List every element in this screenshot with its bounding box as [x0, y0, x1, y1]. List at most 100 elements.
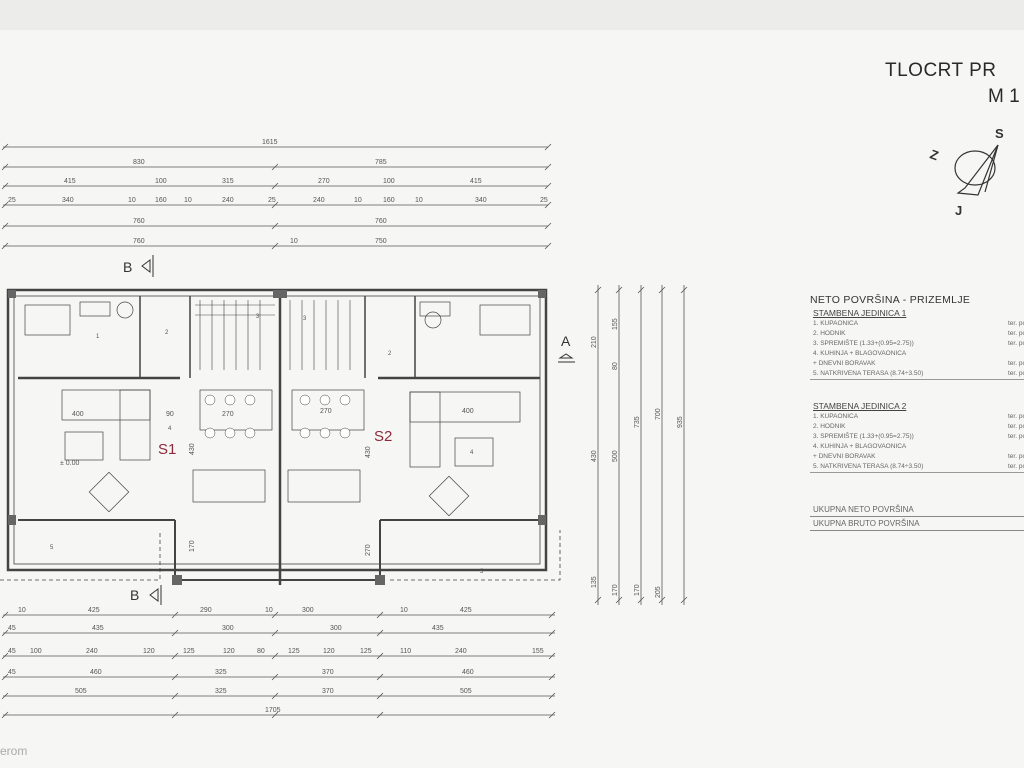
dimension-line	[1, 222, 9, 230]
dimension-label: 300	[302, 607, 314, 614]
dimension-line	[376, 652, 384, 660]
hall-width: 90	[166, 411, 174, 418]
dimension-line	[171, 611, 179, 619]
drawing-title: TLOCRT PR	[885, 60, 997, 81]
room-number: 4	[168, 426, 172, 432]
dimension-label: 170	[634, 584, 641, 596]
dimension-line	[271, 242, 279, 250]
room-number: 1	[96, 334, 100, 340]
dimension-label: 205	[655, 586, 662, 598]
dimension-label: 10	[290, 238, 298, 245]
dimension-line	[1, 673, 9, 681]
dimension-label: 500	[612, 450, 619, 462]
dimension-line	[171, 692, 179, 700]
dimension-label: 25	[8, 197, 16, 204]
room-value: ter. površ	[1008, 433, 1024, 440]
section-markers	[141, 255, 575, 605]
dimension-line	[171, 629, 179, 637]
room-item: 3. SPREMIŠTE (1.33+(0.95=2.75))	[813, 433, 914, 440]
dimension-line	[548, 711, 556, 719]
dimension-line	[615, 286, 623, 294]
dimension-line	[615, 596, 623, 604]
dimension-label: 415	[470, 178, 482, 185]
dimension-line	[171, 673, 179, 681]
dimension-line	[594, 596, 602, 604]
dimension-line	[376, 711, 384, 719]
dimension-line	[376, 629, 384, 637]
dining-width-2: 270	[320, 408, 332, 415]
dimension-label: 155	[612, 318, 619, 330]
room-item: + DNEVNI BORAVAK	[813, 360, 876, 367]
dimension-line	[1, 163, 9, 171]
dimension-label: 120	[323, 648, 335, 655]
dimension-label: 325	[215, 688, 227, 695]
room-item: 5. NATKRIVENA TERASA (8.74÷3.50)	[813, 463, 924, 470]
room-value: ter. površ	[1008, 463, 1024, 470]
dimension-label: 125	[288, 648, 300, 655]
dimension-line	[1, 611, 9, 619]
unit-label-s1: S1	[158, 441, 176, 458]
room-item: 4. KUHINJA + BLAGOVAONICA	[813, 443, 907, 450]
living-width-1: 400	[72, 411, 84, 418]
section-b-top: B	[123, 259, 132, 275]
area-legend: NETO POVRŠINA - PRIZEMLJE STAMBENA JEDIN…	[810, 294, 1024, 531]
room-value: ter. površ	[1008, 340, 1024, 347]
dimension-line	[637, 286, 645, 294]
compass-j: J	[955, 203, 962, 218]
dimension-label: 315	[222, 178, 234, 185]
dimension-label: 415	[64, 178, 76, 185]
dimension-line	[548, 629, 556, 637]
dimension-label: 210	[591, 336, 598, 348]
unit-name: STAMBENA JEDINICA 1	[813, 308, 907, 318]
room-number: 5	[50, 545, 54, 551]
dimension-label: 240	[86, 648, 98, 655]
room-number: 2	[165, 330, 169, 336]
dimension-label: 10	[184, 197, 192, 204]
dimension-line	[548, 673, 556, 681]
room-number: 2	[388, 351, 392, 357]
dimension-lines	[1, 143, 688, 719]
watermark: erom	[0, 744, 28, 758]
dimension-label: 1615	[262, 139, 278, 146]
dimension-label: 430	[591, 450, 598, 462]
dimension-label: 160	[383, 197, 395, 204]
dimension-label: 300	[222, 625, 234, 632]
compass-s: S	[995, 126, 1004, 141]
dimension-line	[548, 652, 556, 660]
dimension-label: 270	[318, 178, 330, 185]
room-value: ter. površ	[1008, 370, 1024, 377]
dimension-label: 45	[8, 625, 16, 632]
dimension-label: 25	[268, 197, 276, 204]
room-number: 5	[480, 569, 484, 575]
dimension-label: 155	[532, 648, 544, 655]
dimension-label: 160	[155, 197, 167, 204]
dimension-line	[271, 673, 279, 681]
room-value	[1008, 442, 1024, 452]
room-item: 1. KUPAONICA	[813, 320, 859, 327]
dimension-line	[271, 611, 279, 619]
dimension-line	[376, 611, 384, 619]
dimension-line	[1, 242, 9, 250]
dimension-label: 240	[222, 197, 234, 204]
depth-1: 430	[189, 443, 196, 455]
dimension-line	[544, 201, 552, 209]
dimension-label: 100	[383, 178, 395, 185]
dimension-label: 460	[90, 669, 102, 676]
dimension-line	[271, 201, 279, 209]
dimension-label: 240	[313, 197, 325, 204]
dimension-line	[637, 596, 645, 604]
dimension-label: 750	[375, 238, 387, 245]
dining-width-1: 270	[222, 411, 234, 418]
drawing-scale: M 1	[988, 86, 1020, 107]
room-item: 2. HODNIK	[813, 423, 846, 430]
room-value: ter. površ	[1008, 330, 1024, 337]
dimension-line	[376, 673, 384, 681]
dimension-label: 290	[200, 607, 212, 614]
dimension-label: 460	[462, 669, 474, 676]
dimension-label: 240	[455, 648, 467, 655]
room-item: 2. HODNIK	[813, 330, 846, 337]
total-net-area: UKUPNA NETO POVRŠINA	[810, 503, 1024, 517]
dimension-label: 785	[375, 159, 387, 166]
